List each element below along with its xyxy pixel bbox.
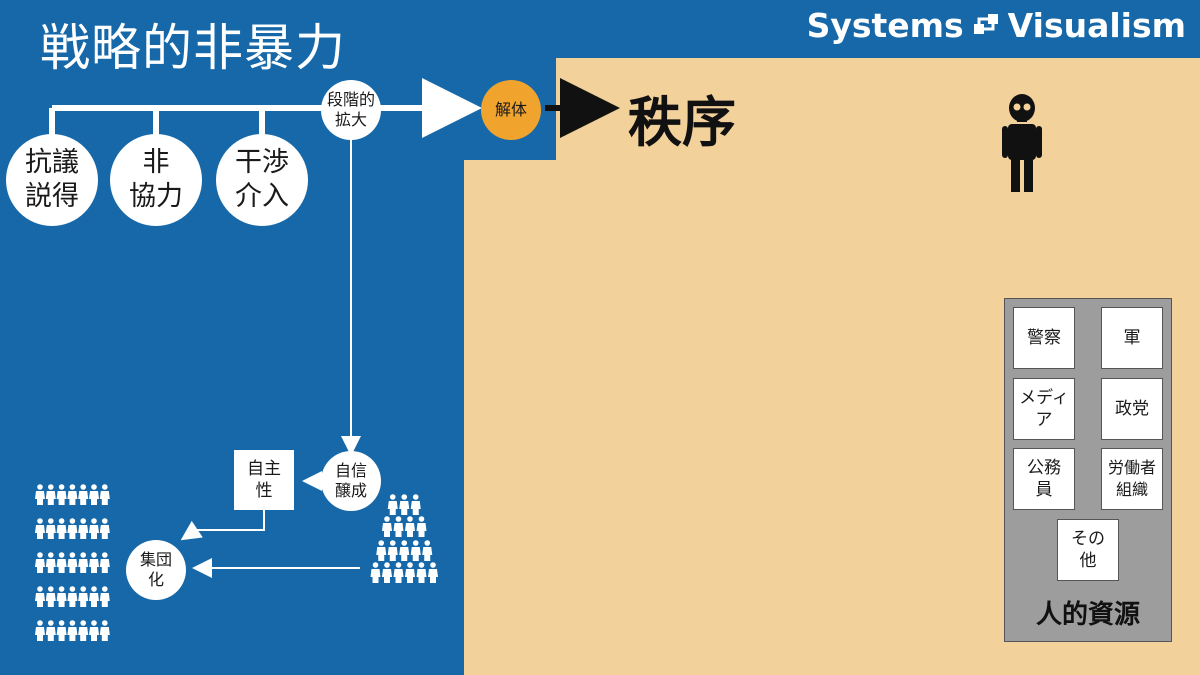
person-icon (45, 518, 56, 539)
autonomy-box: 自主 性 (234, 450, 294, 510)
person-icon (405, 562, 415, 583)
person-icon (56, 552, 67, 573)
person-icon (89, 552, 99, 573)
person-icon (35, 586, 45, 607)
person-icon (422, 540, 433, 561)
page-title: 戦略的非暴力 (40, 19, 346, 77)
resource-civil-servants: 公務 員 (1013, 448, 1075, 510)
person-icon (416, 562, 427, 583)
escalation-node: 段階的 拡大 (321, 80, 381, 140)
resource-parties: 政党 (1101, 378, 1163, 440)
crowd-icon (370, 494, 438, 583)
person-icon (35, 484, 45, 505)
skull-figure-icon (1002, 94, 1042, 192)
person-icon (428, 562, 438, 583)
brand: Systems Visualism (807, 6, 1186, 45)
person-icon (99, 518, 110, 539)
person-icon (56, 484, 67, 505)
order-label: 秩序 (628, 91, 736, 154)
person-icon (35, 552, 45, 573)
person-icon (99, 620, 110, 641)
person-icon (45, 552, 56, 573)
person-icon (45, 620, 56, 641)
person-icon (78, 518, 89, 539)
method-intervention: 干渉 介入 (216, 134, 308, 226)
resource-labor-unions: 労働者 組織 (1101, 448, 1163, 510)
person-icon (370, 562, 381, 583)
person-icon (89, 484, 99, 505)
person-icon (89, 518, 99, 539)
person-icon (410, 540, 421, 561)
resource-other: その 他 (1057, 519, 1119, 581)
person-icon (387, 494, 398, 515)
resource-police: 警察 (1013, 307, 1075, 369)
person-icon (99, 484, 110, 505)
person-icon (35, 620, 45, 641)
large-crowd-icon (35, 484, 110, 641)
person-icon (99, 552, 110, 573)
person-icon (399, 494, 410, 515)
blue-region-top (0, 0, 1200, 58)
person-icon (35, 518, 45, 539)
person-icon (67, 484, 78, 505)
person-icon (393, 562, 404, 583)
person-icon (416, 516, 427, 537)
logo-icon (973, 13, 998, 34)
brand-systems: Systems (806, 6, 964, 45)
person-icon (78, 620, 89, 641)
person-icon (78, 586, 89, 607)
human-resources-panel: 警察 軍 メディ ア 政党 公務 員 労働者 組織 その 他 人的資源 (1004, 298, 1172, 642)
confidence-node: 自信 醸成 (321, 451, 381, 511)
person-icon (78, 552, 89, 573)
dissolution-node: 解体 (481, 80, 541, 140)
person-icon (56, 620, 67, 641)
person-icon (89, 620, 99, 641)
person-icon (56, 586, 67, 607)
method-protest: 抗議 説得 (6, 134, 98, 226)
person-icon (67, 586, 78, 607)
person-icon (405, 516, 415, 537)
blue-region-left (0, 160, 464, 675)
person-icon (410, 494, 421, 515)
person-icon (382, 562, 392, 583)
person-icon (67, 518, 78, 539)
person-icon (56, 518, 67, 539)
resource-media: メディ ア (1013, 378, 1075, 440)
brand-visualism: Visualism (1007, 6, 1186, 45)
resource-military: 軍 (1101, 307, 1163, 369)
person-icon (67, 620, 78, 641)
person-icon (387, 540, 398, 561)
person-icon (399, 540, 410, 561)
human-resources-label: 人的資源 (1035, 600, 1140, 630)
person-icon (382, 516, 392, 537)
method-noncooperation: 非 協力 (110, 134, 202, 226)
person-icon (78, 484, 89, 505)
collective-node: 集団 化 (126, 540, 186, 600)
person-icon (99, 586, 110, 607)
person-icon (393, 516, 404, 537)
person-icon (67, 552, 78, 573)
person-icon (376, 540, 387, 561)
person-icon (45, 586, 56, 607)
person-icon (89, 586, 99, 607)
person-icon (45, 484, 56, 505)
